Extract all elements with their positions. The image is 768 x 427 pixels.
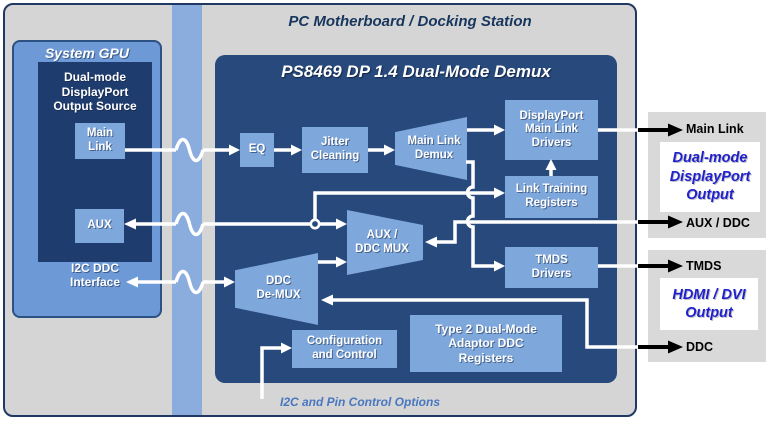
- ps8469-demux-title: PS8469 DP 1.4 Dual-Mode Demux: [281, 62, 551, 81]
- tmds-output-label: TMDS: [686, 259, 722, 273]
- motherboard-title: PC Motherboard / Docking Station: [288, 13, 532, 30]
- hdmi-output-caption-box: HDMI / DVI Output: [660, 278, 758, 330]
- connector-stripe: [172, 5, 202, 415]
- dp-output-source-label: Dual-mode DisplayPort Output Source: [53, 70, 137, 114]
- displayport-main-link-drivers-block: DisplayPort Main Link Drivers: [505, 100, 598, 160]
- tmds-drivers-block: TMDS Drivers: [505, 247, 598, 288]
- i2c-pin-control-note: I2C and Pin Control Options: [280, 395, 440, 409]
- jitter-cleaning-block: Jitter Cleaning: [302, 127, 368, 173]
- aux-block: AUX: [75, 209, 124, 243]
- main-link-block: Main Link: [75, 123, 125, 159]
- link-training-registers-block: Link Training Registers: [505, 176, 598, 218]
- i2c-ddc-interface-label: I2C DDC Interface: [69, 261, 121, 290]
- configuration-control-block: Configuration and Control: [292, 330, 397, 368]
- ddc-output-label: DDC: [686, 340, 714, 354]
- hdmi-output-caption: HDMI / DVI Output: [672, 286, 746, 321]
- system-gpu-title: System GPU: [44, 45, 130, 61]
- eq-block: EQ: [240, 133, 274, 167]
- dp-output-caption: Dual-mode DisplayPort Output: [669, 150, 751, 204]
- aux-ddc-output-label: AUX / DDC: [686, 216, 750, 230]
- dp-output-caption-box: Dual-mode DisplayPort Output: [660, 142, 760, 212]
- type2-adaptor-registers-block: Type 2 Dual-Mode Adaptor DDC Registers: [410, 315, 562, 372]
- main-link-output-label: Main Link: [686, 122, 744, 136]
